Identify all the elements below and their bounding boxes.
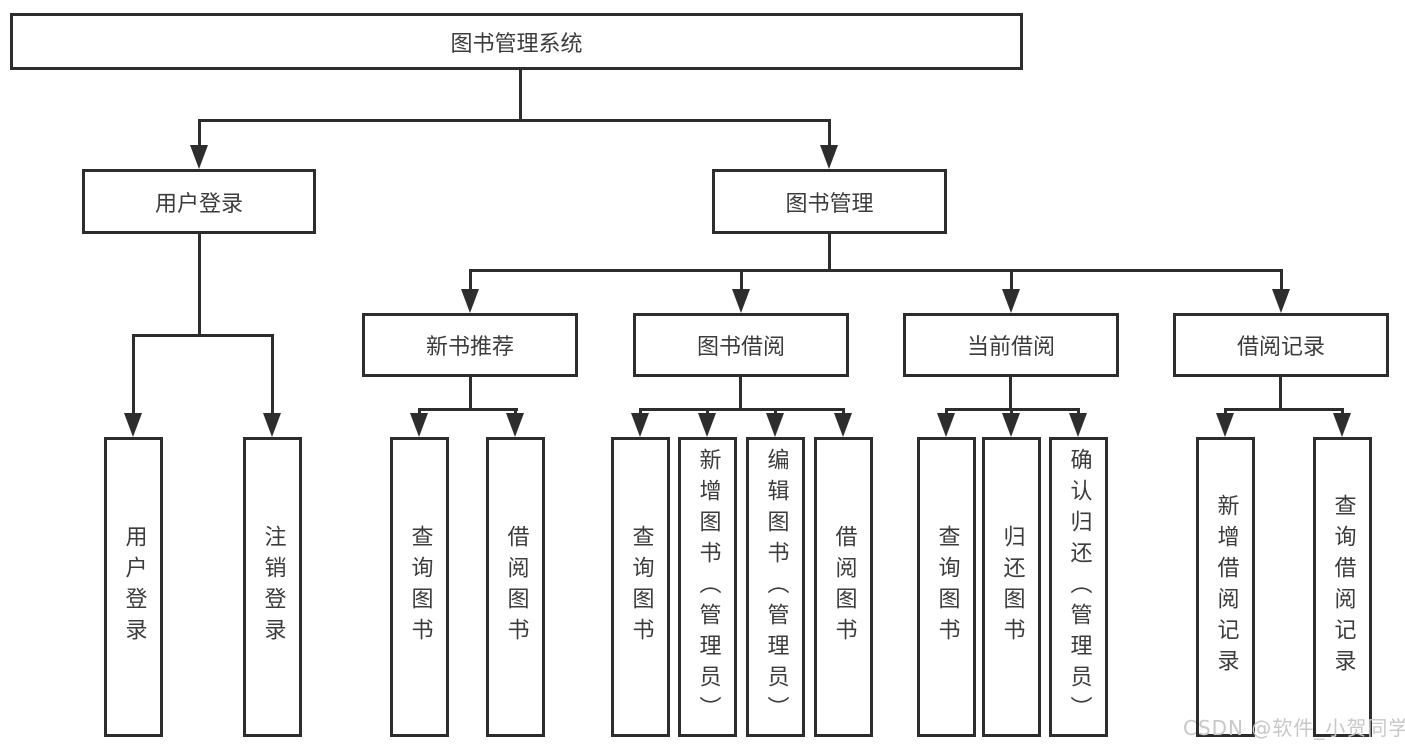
node-leaf-edit-books-admin-label: 编辑图书（管理员） xyxy=(763,447,789,727)
node-leaf-borrow-books: 借阅图书 xyxy=(814,437,873,737)
node-book-borrow-label: 图书借阅 xyxy=(696,335,785,360)
connector-line xyxy=(469,269,1283,272)
node-leaf-query-borrow-record-label: 查询借阅记录 xyxy=(1330,494,1356,680)
arrow-down-icon xyxy=(732,289,750,313)
node-user-login-label: 用户登录 xyxy=(154,191,243,217)
arrow-down-icon xyxy=(506,413,524,437)
connector-line xyxy=(1280,271,1283,289)
connector-line xyxy=(469,377,472,410)
arrow-down-icon xyxy=(124,413,142,437)
connector-line xyxy=(1010,271,1013,289)
node-current-borrow: 当前借阅 xyxy=(903,313,1119,377)
node-leaf-borrow-query-books: 查询图书 xyxy=(611,437,670,737)
node-leaf-return-books-label: 归还图书 xyxy=(999,525,1025,649)
node-leaf-edit-books-admin: 编辑图书（管理员） xyxy=(746,437,805,737)
connector-line xyxy=(945,408,1080,411)
connector-line xyxy=(418,408,518,411)
node-book-management-label: 图书管理 xyxy=(785,191,874,217)
arrow-down-icon xyxy=(1272,289,1290,313)
connector-line xyxy=(198,119,831,122)
node-borrow-records: 借阅记录 xyxy=(1173,313,1389,377)
arrow-down-icon xyxy=(190,145,208,169)
connector-line xyxy=(519,70,522,121)
arrow-down-icon xyxy=(631,413,649,437)
node-root: 图书管理系统 xyxy=(10,13,1023,70)
arrow-down-icon xyxy=(1002,413,1020,437)
connector-line xyxy=(1279,377,1282,410)
arrow-down-icon xyxy=(263,413,281,437)
node-leaf-user-login: 用户登录 xyxy=(104,437,163,737)
connector-line xyxy=(198,120,201,146)
arrow-down-icon xyxy=(1002,289,1020,313)
arrow-down-icon xyxy=(461,289,479,313)
connector-line xyxy=(132,334,274,337)
node-leaf-current-query-books-label: 查询图书 xyxy=(934,525,960,649)
connector-line xyxy=(828,120,831,146)
arrow-down-icon xyxy=(410,413,428,437)
node-leaf-user-login-label: 用户登录 xyxy=(121,525,147,649)
arrow-down-icon xyxy=(1216,413,1234,437)
node-leaf-add-borrow-record: 新增借阅记录 xyxy=(1196,437,1255,737)
node-leaf-recommend-borrow-books-label: 借阅图书 xyxy=(503,525,529,649)
arrow-down-icon xyxy=(834,413,852,437)
connector-line xyxy=(739,377,742,410)
arrow-down-icon xyxy=(937,413,955,437)
node-user-login: 用户登录 xyxy=(82,169,316,234)
node-book-borrow: 图书借阅 xyxy=(633,313,849,377)
node-leaf-return-books: 归还图书 xyxy=(982,437,1041,737)
node-book-management: 图书管理 xyxy=(712,169,947,234)
node-leaf-recommend-query-books-label: 查询图书 xyxy=(407,525,433,649)
connector-line xyxy=(132,336,135,413)
node-borrow-records-label: 借阅记录 xyxy=(1236,335,1325,360)
node-root-label: 图书管理系统 xyxy=(450,31,583,57)
node-leaf-logout-label: 注销登录 xyxy=(260,525,286,649)
node-leaf-current-query-books: 查询图书 xyxy=(917,437,976,737)
connector-line xyxy=(842,410,845,415)
node-leaf-confirm-return-admin-label: 确认归还（管理员） xyxy=(1066,447,1092,727)
connector-line xyxy=(706,410,709,415)
connector-line xyxy=(1009,377,1012,410)
connector-line xyxy=(1224,410,1227,415)
connector-line xyxy=(1077,410,1080,415)
node-leaf-borrow-books-label: 借阅图书 xyxy=(831,525,857,649)
arrow-down-icon xyxy=(766,413,784,437)
node-leaf-borrow-query-books-label: 查询图书 xyxy=(628,525,654,649)
connector-line xyxy=(740,271,743,289)
connector-line xyxy=(198,233,201,336)
connector-line xyxy=(1010,410,1013,415)
node-current-borrow-label: 当前借阅 xyxy=(966,335,1055,360)
connector-line xyxy=(1341,410,1344,415)
connector-line xyxy=(271,336,274,413)
node-leaf-recommend-borrow-books: 借阅图书 xyxy=(486,437,545,737)
node-new-book-recommend: 新书推荐 xyxy=(362,313,578,377)
node-leaf-confirm-return-admin: 确认归还（管理员） xyxy=(1049,437,1108,737)
connector-line xyxy=(469,271,472,289)
connector-line xyxy=(418,410,421,415)
node-leaf-add-borrow-record-label: 新增借阅记录 xyxy=(1213,494,1239,680)
node-leaf-add-books-admin: 新增图书（管理员） xyxy=(678,437,737,737)
connector-line xyxy=(945,410,948,415)
arrow-down-icon xyxy=(1069,413,1087,437)
watermark: CSDN @软件_小贺同学 xyxy=(1183,716,1405,740)
node-leaf-add-books-admin-label: 新增图书（管理员） xyxy=(695,447,721,727)
node-leaf-logout: 注销登录 xyxy=(243,437,302,737)
connector-line xyxy=(828,234,831,271)
connector-line xyxy=(774,410,777,415)
arrow-down-icon xyxy=(698,413,716,437)
connector-line xyxy=(1224,408,1344,411)
connector-line xyxy=(639,410,642,415)
arrow-down-icon xyxy=(1333,413,1351,437)
node-new-book-recommend-label: 新书推荐 xyxy=(425,335,514,360)
node-leaf-recommend-query-books: 查询图书 xyxy=(390,437,449,737)
node-leaf-query-borrow-record: 查询借阅记录 xyxy=(1313,437,1372,737)
connector-line xyxy=(639,408,845,411)
arrow-down-icon xyxy=(820,145,838,169)
connector-line xyxy=(514,410,517,415)
